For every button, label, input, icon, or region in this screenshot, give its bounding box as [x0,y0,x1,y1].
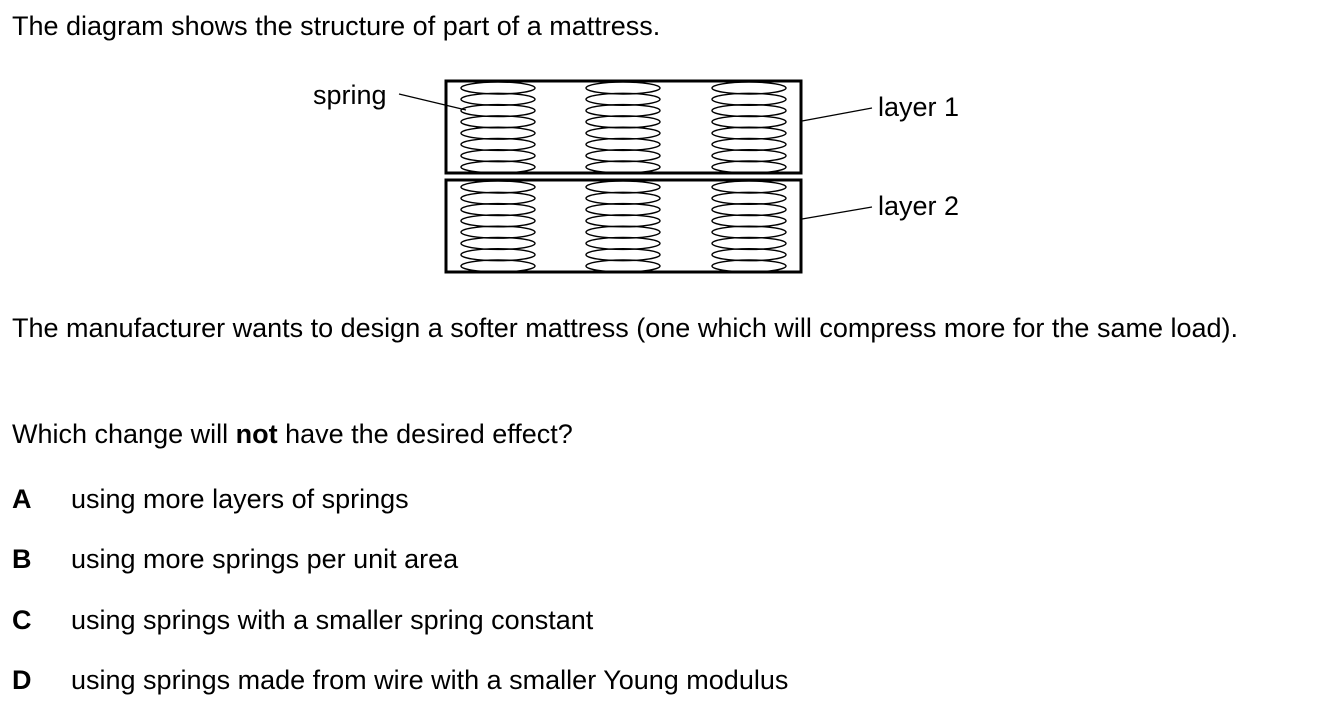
coil-turn [711,180,787,194]
coil-turn [585,92,661,106]
springs-group [460,81,787,273]
coil-turn [460,92,536,106]
option-c-text: using springs with a smaller spring cons… [71,605,594,635]
layer-2-label: layer 2 [878,191,959,221]
layer-2-box [444,178,803,274]
coil-turn [585,236,661,251]
layer-1-box [444,79,803,175]
coil-turn [460,225,536,239]
question-prompt: Which change will not have the desired e… [12,417,573,451]
coil-turn [711,214,787,228]
spring-coil [711,180,787,273]
coil-turn [460,103,536,118]
spring-label: spring [313,80,387,110]
spring-coil [460,81,536,174]
spring-coil [585,180,661,273]
coil-turn [460,149,536,163]
coil-turn [585,126,661,140]
coil-turn [711,81,787,95]
coil-turn [711,191,787,205]
coil-turn [585,180,661,194]
coil-turn [711,92,787,106]
coil-turn [460,115,536,129]
coil-turn [460,214,536,228]
layer-2-leader-line [801,206,873,220]
coil-turn [585,137,661,152]
prompt-start: Which change will [12,419,236,449]
coil-turn [711,248,787,262]
option-a-text: using more layers of springs [71,484,409,514]
prompt-end: have the desired effect? [277,419,573,449]
option-c-letter: C [12,605,32,635]
coil-turn [585,149,661,163]
coil-turn [585,160,661,174]
coil-turn [460,202,536,217]
coil-turn [460,248,536,262]
coil-turn [460,160,536,174]
coil-turn [585,81,661,95]
coil-turn [585,115,661,129]
spring-coil [711,81,787,174]
coil-turn [460,236,536,251]
coil-turn [711,236,787,251]
coil-turn [460,180,536,194]
coil-turn [711,149,787,163]
coil-turn [585,103,661,118]
question-paragraph: The manufacturer wants to design a softe… [12,313,1239,343]
option-d-text: using springs made from wire with a smal… [71,665,789,695]
coil-turn [711,115,787,129]
coil-turn [460,126,536,140]
coil-turn [460,259,536,273]
coil-turn [460,191,536,205]
spring-coil [460,180,536,273]
coil-turn [711,202,787,217]
coil-turn [711,160,787,174]
question-intro: The diagram shows the structure of part … [12,11,661,41]
coil-turn [711,259,787,273]
coil-turn [585,191,661,205]
option-b-text: using more springs per unit area [71,544,459,574]
coil-turn [711,126,787,140]
mattress-diagram: spring layer 1 layer 2 [313,79,959,274]
option-d-letter: D [12,665,32,695]
coil-turn [711,137,787,152]
layer-1-label: layer 1 [878,92,959,122]
option-b-letter: B [12,544,32,574]
spring-leader-line [398,93,467,111]
coil-turn [585,248,661,262]
coil-turn [460,81,536,95]
coil-turn [711,103,787,118]
coil-turn [711,225,787,239]
prompt-emphasis: not [235,419,278,449]
coil-turn [585,225,661,239]
coil-turn [585,259,661,273]
coil-turn [585,202,661,217]
layer-1-leader-line [801,107,873,122]
coil-turn [460,137,536,152]
spring-coil [585,81,661,174]
coil-turn [585,214,661,228]
option-a-letter: A [12,484,32,514]
